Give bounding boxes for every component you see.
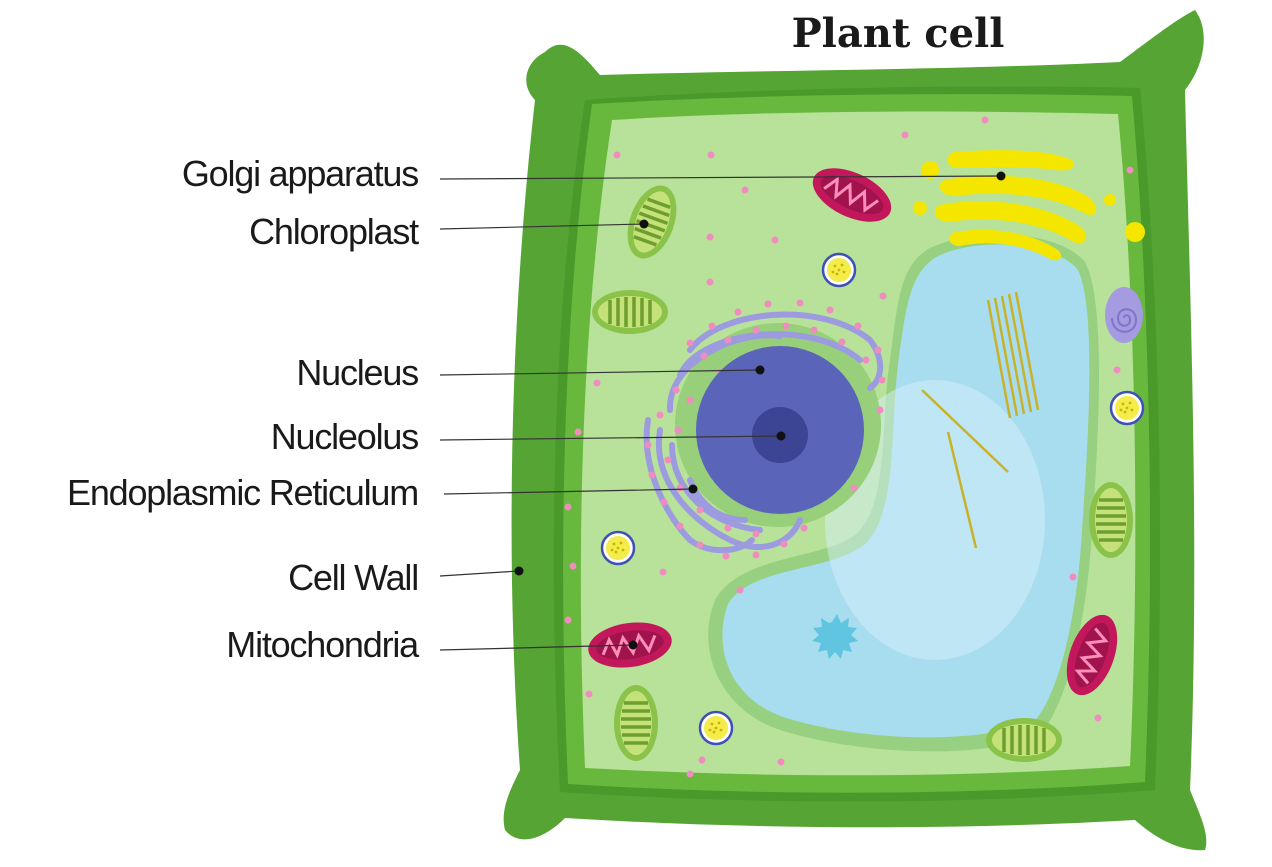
pointer-nucleus [755, 365, 765, 375]
leader-nucleus [439, 369, 761, 376]
label-golgi: Golgi apparatus [182, 153, 418, 194]
diagram-title: Plant cell [792, 10, 1005, 57]
pointer-er [688, 484, 698, 494]
cytoplasm-dots [564, 116, 1134, 778]
pointer-nucleolus [776, 431, 786, 441]
leader-lines [439, 171, 1006, 651]
ribosome-dots [644, 299, 886, 560]
leader-mitochondria [439, 644, 634, 651]
pointer-golgi [996, 171, 1006, 181]
label-mitochondria: Mitochondria [226, 624, 420, 665]
spiral-organelle [1105, 287, 1143, 343]
labels: Golgi apparatus Chloroplast Nucleus Nucl… [67, 153, 421, 665]
leader-er [443, 488, 694, 495]
pointer-cell-wall [514, 566, 524, 576]
golgi-apparatus [913, 150, 1145, 261]
label-cell-wall: Cell Wall [288, 557, 418, 598]
label-nucleolus: Nucleolus [271, 416, 418, 457]
leader-nucleolus [439, 435, 782, 441]
leader-golgi [439, 175, 1002, 180]
label-er: Endoplasmic Reticulum [67, 472, 418, 513]
pointer-mitochondria [628, 640, 638, 650]
leader-cell-wall [439, 570, 520, 577]
pointer-chloroplast [639, 219, 649, 229]
leader-chloroplast [439, 223, 645, 230]
label-nucleus: Nucleus [296, 352, 418, 393]
label-chloroplast: Chloroplast [249, 211, 419, 252]
